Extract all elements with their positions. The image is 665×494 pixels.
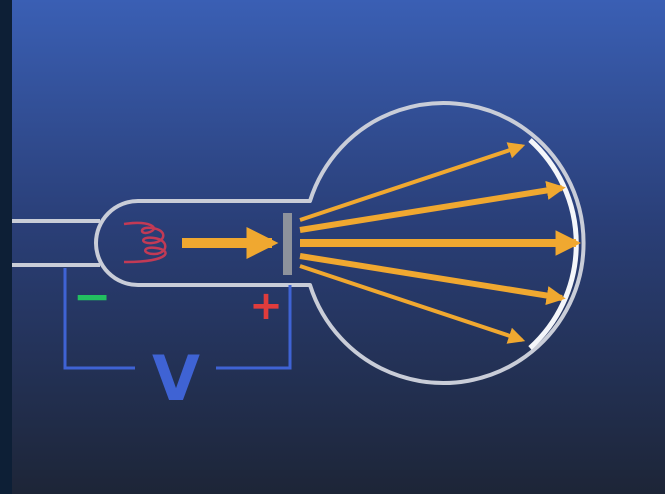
beam-ray-1 — [299, 142, 526, 222]
circuit-wire-right — [216, 285, 292, 370]
anode-plate — [283, 213, 292, 275]
filament-coil — [123, 221, 167, 264]
beam-ray-2 — [299, 180, 566, 233]
voltage-label: V — [152, 342, 200, 415]
circuit-wire-left — [63, 268, 135, 370]
left-border — [0, 0, 12, 494]
beam-ray-5 — [299, 264, 526, 344]
glass-tube-outline — [94, 101, 586, 385]
beam-ray-4 — [299, 253, 566, 306]
negative-terminal-sign: − — [73, 269, 112, 323]
positive-terminal-sign: + — [249, 283, 283, 329]
